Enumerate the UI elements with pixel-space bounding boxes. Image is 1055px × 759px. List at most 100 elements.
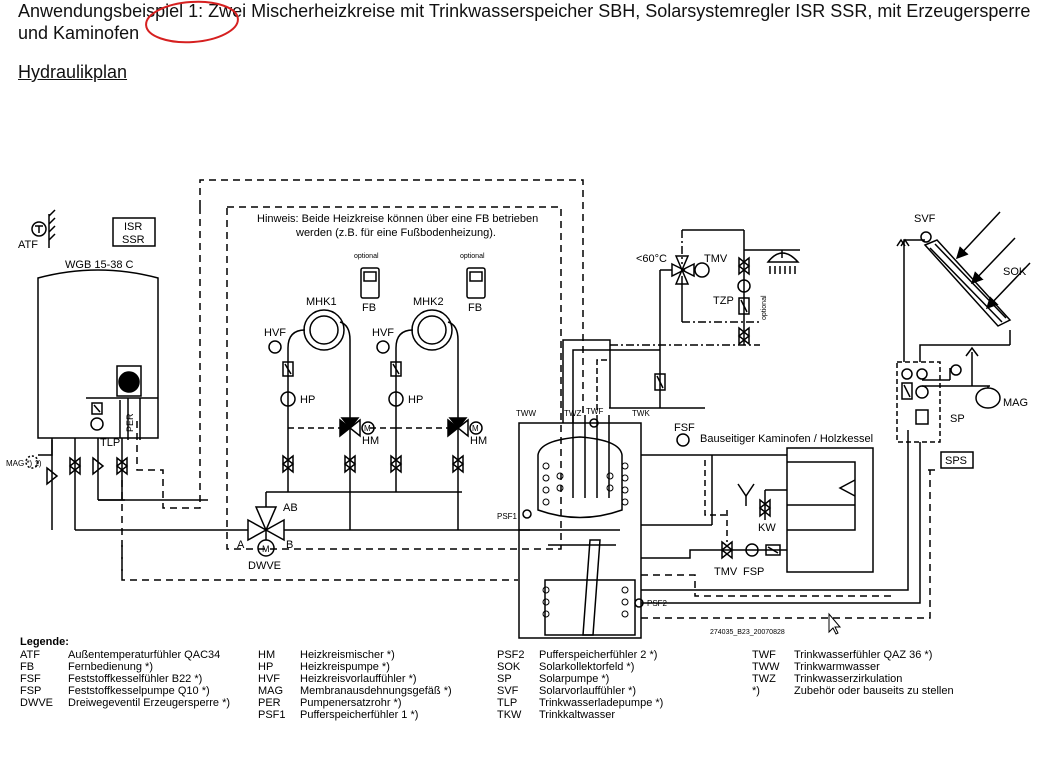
legend-key: PSF1 <box>258 709 286 721</box>
label-hvf-2: HVF <box>372 327 394 339</box>
label-a: A <box>237 539 245 551</box>
legend-row: HP Heizkreispumpe *) <box>258 661 452 673</box>
legend-value: Trinkwasserfühler QAZ 36 *) <box>794 649 933 661</box>
legend-key: FSP <box>20 685 42 697</box>
legend-key: TWZ <box>752 673 776 685</box>
legend-value: Solarkollektorfeld *) <box>539 661 635 673</box>
label-tzp: TZP <box>713 295 734 307</box>
solar-collector-icon <box>923 239 1012 327</box>
legend-value: Trinkkaltwasser <box>539 709 615 721</box>
legend-key: SVF <box>497 685 519 697</box>
legend-row: *) Zubehör oder bauseits zu stellen <box>752 685 954 697</box>
mouse-cursor-icon <box>828 612 842 635</box>
label-per: PER <box>125 413 135 432</box>
label-wgb: WGB 15-38 C <box>65 259 134 271</box>
legend-value: Außentemperaturfühler QAC34 <box>68 649 221 661</box>
drawing-code: 274035_B23_20070828 <box>710 629 785 636</box>
legend-key: HM <box>258 649 276 661</box>
legend-key: TWF <box>752 649 776 661</box>
legend-row: HM Heizkreismischer *) <box>258 649 452 661</box>
label-psf1: PSF1 <box>497 512 518 521</box>
legend-key: PSF2 <box>497 649 525 661</box>
label-hm-2: HM <box>470 435 487 447</box>
label-twf: TWF <box>586 407 603 416</box>
label-twz: TWZ <box>564 409 581 418</box>
label-fsp: FSP <box>743 566 764 578</box>
legend-key: SP <box>497 673 512 685</box>
legend-key: ATF <box>20 649 40 661</box>
label-tlp: TLP <box>100 437 120 449</box>
legend-row: MAG Membranausdehnungsgefäß *) <box>258 685 452 697</box>
legend-key: *) <box>752 685 760 697</box>
label-sp: SP <box>950 413 965 425</box>
label-hp-2: HP <box>408 394 423 406</box>
label-optional-1: optional <box>354 253 379 260</box>
label-hm-1: HM <box>362 435 379 447</box>
legend-row: SP Solarpumpe *) <box>497 673 663 685</box>
legend-value: Solarpumpe *) <box>539 673 610 685</box>
label-60c: <60°C <box>636 253 667 265</box>
legend-row: FB Fernbedienung *) <box>20 661 230 673</box>
label-ab: AB <box>283 502 298 514</box>
legend-row: FSP Feststoffkesselpumpe Q10 *) <box>20 685 230 697</box>
legend-value: Dreiwegeventil Erzeugersperre *) <box>68 697 231 709</box>
legend-value: Pufferspeicherfühler 1 *) <box>300 709 419 721</box>
legend-value: Zubehör oder bauseits zu stellen <box>794 685 954 697</box>
label-mhk2: MHK2 <box>413 296 444 308</box>
boiler-valves <box>46 456 129 486</box>
legend-value: Feststoffkesselpumpe Q10 *) <box>68 685 210 697</box>
label-tww: TWW <box>516 409 536 418</box>
solar-station <box>896 361 941 443</box>
label-sps: SPS <box>945 455 967 467</box>
legend-row: TKW Trinkkaltwasser <box>497 709 663 721</box>
label-m-dwve: M <box>262 544 270 554</box>
legend-col-2: HM Heizkreismischer *) HP Heizkreispumpe *… <box>258 649 452 721</box>
label-mhk1: MHK1 <box>306 296 337 308</box>
shower-head-icon <box>766 252 800 274</box>
label-psf2: PSF2 <box>647 599 668 608</box>
label-atf: ATF <box>18 239 38 251</box>
label-fsf: FSF <box>674 422 695 434</box>
legend-value: Membranausdehnungsgefäß *) <box>300 685 452 697</box>
label-m-2: M <box>472 424 479 433</box>
label-tmv-top: TMV <box>704 253 728 265</box>
label-sok: SOK <box>1003 266 1027 278</box>
dwve-valve-icon <box>247 506 285 557</box>
label-hp-1: HP <box>300 394 315 406</box>
legend-value: Fernbedienung *) <box>68 661 154 673</box>
legend-key: MAG <box>258 685 284 697</box>
label-svf: SVF <box>914 213 936 225</box>
label-m-1: M <box>364 424 371 433</box>
fb-remote-1-icon <box>360 267 380 299</box>
legend-key: PER <box>258 697 281 709</box>
label-tmv-bottom: TMV <box>714 566 738 578</box>
legend-value: Heizkreismischer *) <box>300 649 395 661</box>
legend-row: ATF Außentemperaturfühler QAC34 <box>20 649 230 661</box>
legend-key: FB <box>20 661 35 673</box>
legend-row: PSF1 Pufferspeicherfühler 1 *) <box>258 709 452 721</box>
legend-row: TWF Trinkwasserfühler QAZ 36 *) <box>752 649 954 661</box>
label-optional-2: optional <box>460 253 485 260</box>
label-b: B <box>286 539 293 551</box>
label-hvf-1: HVF <box>264 327 286 339</box>
mhk2-radiator-icon <box>411 309 453 351</box>
legend-value: Heizkreisvorlauffühler *) <box>300 673 417 685</box>
legend-value: Trinkwarmwasser <box>794 661 880 673</box>
legend-key: HP <box>258 661 274 673</box>
label-twk: TWK <box>632 409 650 418</box>
legend-key: FSF <box>20 673 41 685</box>
label-kaminofen: Bauseitiger Kaminofen / Holzkessel <box>700 433 873 445</box>
legend-value: Heizkreispumpe *) <box>300 661 390 673</box>
legend-value: Pumpenersatzrohr *) <box>300 697 402 709</box>
legend-key: SOK <box>497 661 521 673</box>
legend-key: TKW <box>497 709 522 721</box>
legend-title: Legende: <box>20 636 69 648</box>
